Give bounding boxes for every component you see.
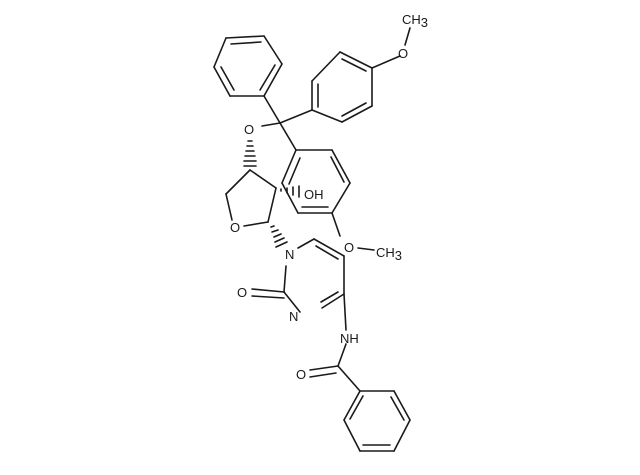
hashed-wedge-o-c3 bbox=[243, 140, 257, 167]
label-o-methoxy-bottom: O bbox=[344, 240, 354, 255]
bond-trityl-methoxyphenyl-top bbox=[279, 109, 313, 124]
label-o-ring: O bbox=[230, 220, 240, 235]
label-methyl-top: CH3 bbox=[402, 12, 428, 30]
bond-amide-co-2 bbox=[309, 372, 337, 378]
methoxyphenyl-ring-top bbox=[311, 51, 373, 123]
bond-trityl-phenyl bbox=[263, 95, 281, 124]
furanose-ring bbox=[225, 169, 277, 227]
label-o-amide: O bbox=[296, 367, 306, 382]
label-n1: N bbox=[285, 247, 294, 262]
bonds bbox=[213, 27, 411, 452]
label-methyl-bottom: CH3 bbox=[376, 245, 402, 263]
label-o-methoxy-top: O bbox=[398, 46, 408, 61]
bond-methoxy-top-o-ring bbox=[371, 55, 401, 69]
bond-amide-co-1 bbox=[309, 365, 339, 371]
hashed-wedge-oh bbox=[280, 185, 300, 198]
methoxyphenyl-ring-bottom bbox=[281, 149, 351, 214]
benzoyl-ring bbox=[343, 390, 411, 452]
label-o-trityl: O bbox=[244, 122, 254, 137]
bond-c4-nh bbox=[343, 293, 347, 331]
label-nh: NH bbox=[340, 331, 359, 346]
atom-labels: CH3 O O OH O N O CH3 O N NH O bbox=[230, 12, 428, 382]
bond-methoxy-bottom-o-ch3 bbox=[357, 247, 375, 251]
bond-nh-c-amide bbox=[337, 343, 347, 367]
label-hydroxyl: OH bbox=[304, 187, 324, 202]
hashed-wedge-c1-n1 bbox=[270, 225, 288, 248]
label-n3: N bbox=[289, 309, 298, 324]
pyrimidine-ring bbox=[283, 238, 345, 313]
bond-methoxy-bottom-ring-o bbox=[331, 212, 341, 237]
bond-c2-o-1 bbox=[251, 288, 285, 293]
label-o-carbonyl-pyr: O bbox=[237, 285, 247, 300]
bond-trityl-o bbox=[261, 122, 281, 127]
phenyl-ring-top bbox=[213, 35, 283, 97]
bond-trityl-methoxyphenyl-bottom bbox=[279, 122, 297, 151]
bond-amide-phenyl bbox=[337, 365, 361, 392]
bond-methoxy-top-o-ch3 bbox=[404, 27, 411, 46]
bond-c2-o-2 bbox=[251, 295, 285, 299]
